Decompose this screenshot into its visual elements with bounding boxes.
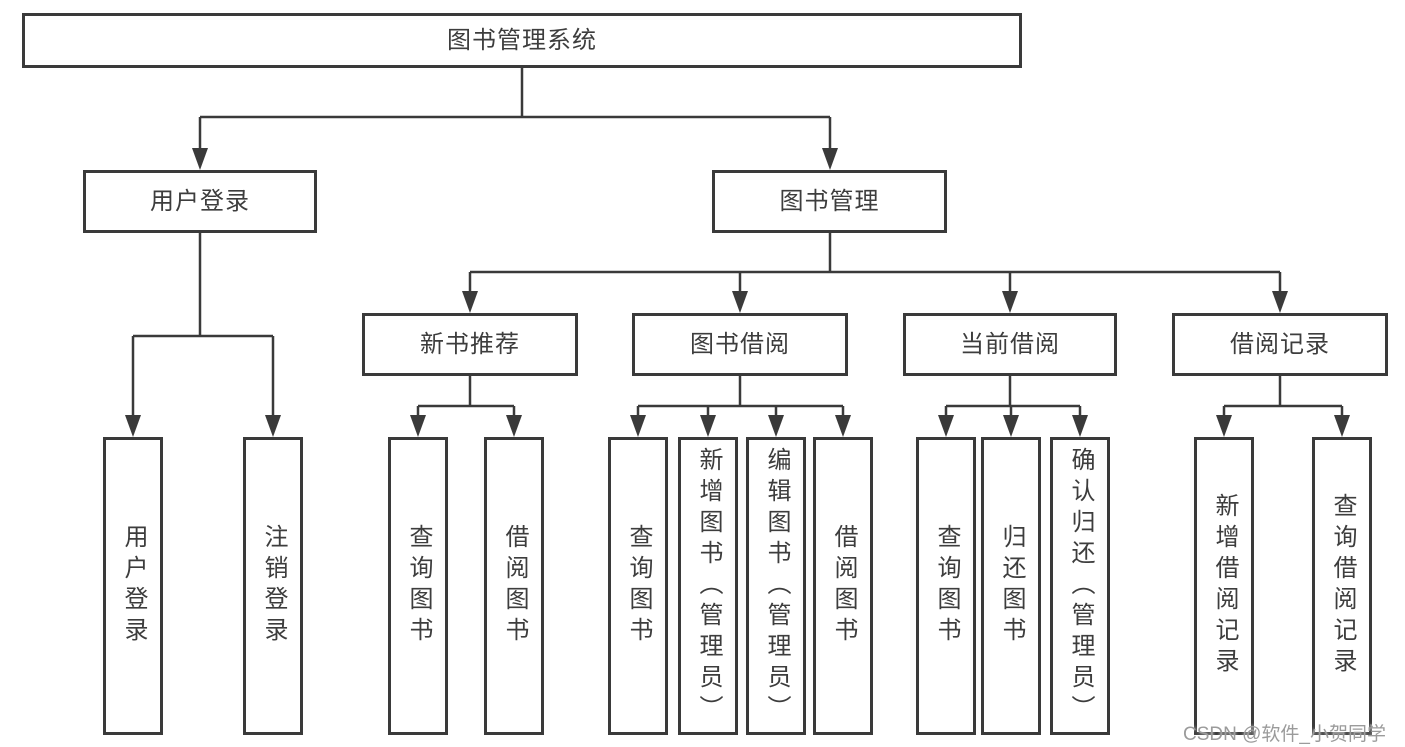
leaf-label: 查询图书 (933, 524, 960, 648)
arrow-down-icon (410, 415, 426, 437)
arrow-down-icon (1216, 415, 1232, 437)
node-book-borrow: 图书借阅 (632, 313, 848, 376)
leaf-label: 查询图书 (625, 524, 652, 648)
leaf-label: 用户登录 (120, 524, 147, 648)
arrow-down-icon (1334, 415, 1350, 437)
leaf-label: 编辑图书（管理员） (763, 446, 790, 726)
csdn-watermark: CSDN @软件_小贺同学 (1183, 724, 1386, 745)
leaf-add-borrow-record: 新增借阅记录 (1194, 437, 1254, 735)
node-book-management: 图书管理 (712, 170, 947, 233)
leaf-label: 新增借阅记录 (1211, 493, 1238, 679)
arrow-down-icon (700, 415, 716, 437)
leaf-label: 查询图书 (405, 524, 432, 648)
connector-mgmt-branch (468, 233, 1282, 295)
node-label: 图书管理 (779, 187, 880, 215)
arrow-down-icon (265, 415, 281, 437)
leaf-label: 借阅图书 (501, 524, 528, 648)
connector-borrow-branch (636, 376, 845, 419)
leaf-borrow-books: 借阅图书 (813, 437, 873, 735)
arrow-down-icon (506, 415, 522, 437)
arrow-down-icon (1272, 291, 1288, 313)
arrow-down-icon (768, 415, 784, 437)
node-label: 用户登录 (150, 187, 250, 215)
leaf-confirm-return-admin: 确认归还（管理员） (1050, 437, 1110, 735)
arrow-down-icon (1002, 291, 1018, 313)
leaf-logout: 注销登录 (243, 437, 303, 735)
connector-records-branch (1222, 376, 1344, 419)
node-new-book-recommend: 新书推荐 (362, 313, 578, 376)
leaf-query-borrow-record: 查询借阅记录 (1312, 437, 1372, 735)
connector-current-branch (944, 376, 1082, 419)
arrow-down-icon (1003, 415, 1019, 437)
arrow-down-icon (835, 415, 851, 437)
node-label: 图书管理系统 (447, 26, 597, 54)
arrow-down-icon (1072, 415, 1088, 437)
arrow-down-icon (732, 291, 748, 313)
connector-user-branch (131, 233, 275, 419)
leaf-user-login: 用户登录 (103, 437, 163, 735)
leaf-label: 归还图书 (998, 524, 1025, 648)
leaf-label: 注销登录 (260, 524, 287, 648)
node-label: 当前借阅 (960, 330, 1060, 358)
leaf-add-books-admin: 新增图书（管理员） (678, 437, 738, 735)
arrow-down-icon (938, 415, 954, 437)
leaf-label: 确认归还（管理员） (1067, 446, 1094, 726)
arrow-down-icon (192, 148, 208, 170)
leaf-query-books: 查询图书 (608, 437, 668, 735)
node-label: 图书借阅 (690, 330, 790, 358)
leaf-borrow-books: 借阅图书 (484, 437, 544, 735)
leaf-edit-books-admin: 编辑图书（管理员） (746, 437, 806, 735)
leaf-query-books: 查询图书 (388, 437, 448, 735)
arrow-down-icon (462, 291, 478, 313)
arrow-down-icon (630, 415, 646, 437)
connector-root-stem (198, 68, 832, 152)
leaf-label: 新增图书（管理员） (695, 446, 722, 726)
node-label: 新书推荐 (420, 330, 520, 358)
node-current-borrow: 当前借阅 (903, 313, 1117, 376)
connector-newbooks-branch (416, 376, 516, 419)
leaf-query-books: 查询图书 (916, 437, 976, 735)
leaf-label: 查询借阅记录 (1329, 493, 1356, 679)
leaf-return-books: 归还图书 (981, 437, 1041, 735)
node-borrow-records: 借阅记录 (1172, 313, 1388, 376)
arrow-down-icon (125, 415, 141, 437)
node-root-system: 图书管理系统 (22, 13, 1022, 68)
leaf-label: 借阅图书 (830, 524, 857, 648)
node-user-login: 用户登录 (83, 170, 317, 233)
node-label: 借阅记录 (1230, 330, 1330, 358)
arrow-down-icon (822, 148, 838, 170)
